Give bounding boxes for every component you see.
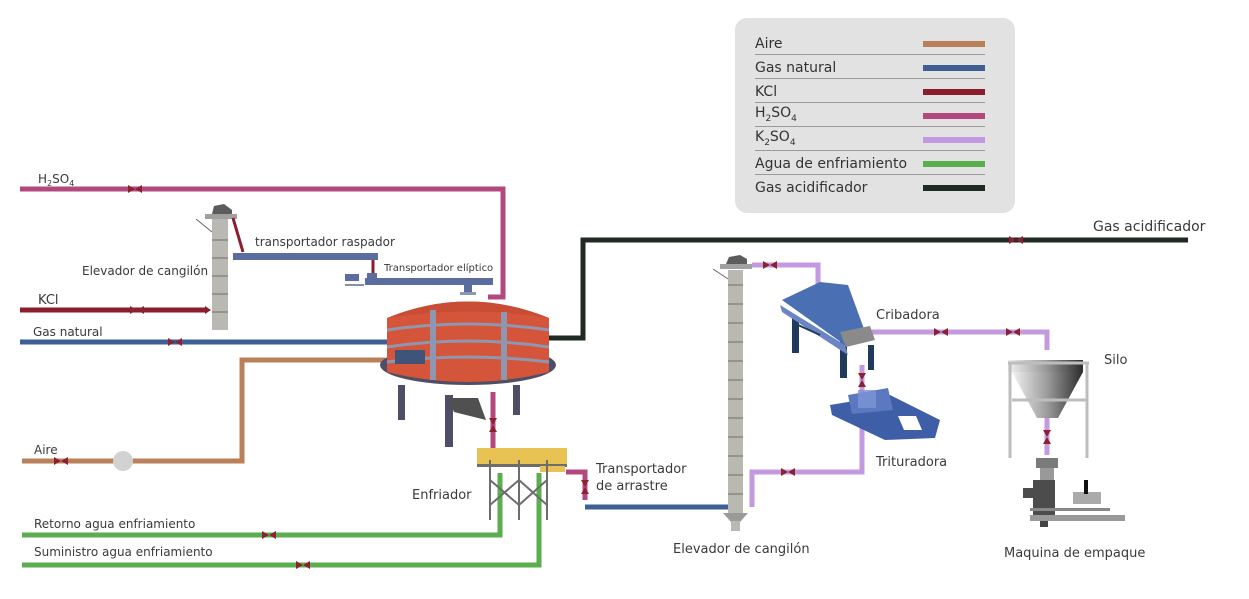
elevador-cangilon-1 (195, 204, 245, 330)
silo (1008, 360, 1089, 458)
label-raspador: transportador raspador (255, 235, 395, 249)
cribadora (780, 282, 875, 378)
label-kcl: KCl (38, 293, 59, 308)
valve-icon (296, 561, 310, 569)
legend-swatch (923, 137, 985, 143)
valve-icon (1009, 236, 1023, 244)
legend: Aire Gas natural KCl H2SO4 K2SO4 Agua de… (735, 18, 1015, 213)
valve-icon (168, 338, 182, 346)
label-suministro-agua: Suministro agua enfriamiento (34, 545, 213, 559)
aire-pipe (22, 357, 385, 464)
legend-swatch (923, 89, 985, 95)
legend-item-h2so4: H2SO4 (755, 104, 985, 127)
valve-icon (489, 418, 497, 432)
legend-swatch (923, 41, 985, 47)
label-trituradora: Trituradora (875, 455, 947, 470)
transportador-eliptico (345, 273, 493, 295)
suministro-agua-pipe (22, 473, 542, 568)
legend-item-gas-acidificador: Gas acidificador (755, 176, 985, 198)
valve-icon (934, 328, 948, 336)
valve-icon (130, 306, 144, 314)
valve-icon (781, 468, 795, 476)
label-gas-natural: Gas natural (33, 325, 103, 339)
label-enfriador: Enfriador (412, 488, 472, 503)
label-aire: Aire (34, 443, 58, 457)
maquina-empaque (1023, 458, 1125, 527)
elevador-cangilon-2 (712, 255, 752, 531)
legend-swatch (923, 161, 985, 167)
valve-icon (581, 480, 589, 494)
label-cribadora: Cribadora (876, 308, 940, 323)
retorno-agua-pipe (22, 473, 503, 538)
legend-item-gas-natural: Gas natural (755, 56, 985, 79)
label-elevador-1: Elevador de cangilón (82, 264, 208, 278)
label-gas-acidificador: Gas acidificador (1093, 219, 1206, 235)
legend-swatch (923, 113, 985, 119)
label-silo: Silo (1104, 353, 1127, 368)
label-elevador-2: Elevador de cangilón (673, 542, 810, 557)
legend-item-k2so4: K2SO4 (755, 128, 985, 151)
label-retorno-agua: Retorno agua enfriamiento (34, 517, 195, 531)
label-arrastre-1: Transportador (595, 462, 687, 477)
valve-icon (1006, 328, 1020, 336)
legend-swatch (923, 185, 985, 191)
label-h2so4: H2SO4 (38, 172, 74, 188)
valve-icon (54, 457, 68, 465)
enfriador (477, 448, 567, 520)
legend-item-agua: Agua de enfriamiento (755, 152, 985, 175)
legend-swatch (923, 65, 985, 71)
valve-icon (763, 261, 777, 269)
label-empaque: Maquina de empaque (1004, 546, 1145, 561)
reactor (380, 301, 556, 447)
valve-icon (858, 373, 866, 387)
blower-icon (113, 451, 133, 471)
gas-acidificador-pipe (548, 237, 1188, 341)
valve-icon (1043, 430, 1051, 444)
valves (54, 185, 1051, 569)
trituradora (830, 388, 940, 440)
transportador-raspador (233, 253, 378, 260)
label-eliptico: Transportador elíptico (383, 262, 493, 274)
legend-item-kcl: KCl (755, 80, 985, 103)
valve-icon (262, 531, 276, 539)
label-arrastre-2: de arrastre (596, 479, 668, 494)
valve-icon (128, 185, 142, 193)
kcl-pipe (20, 306, 211, 314)
legend-item-aire: Aire (755, 32, 985, 55)
